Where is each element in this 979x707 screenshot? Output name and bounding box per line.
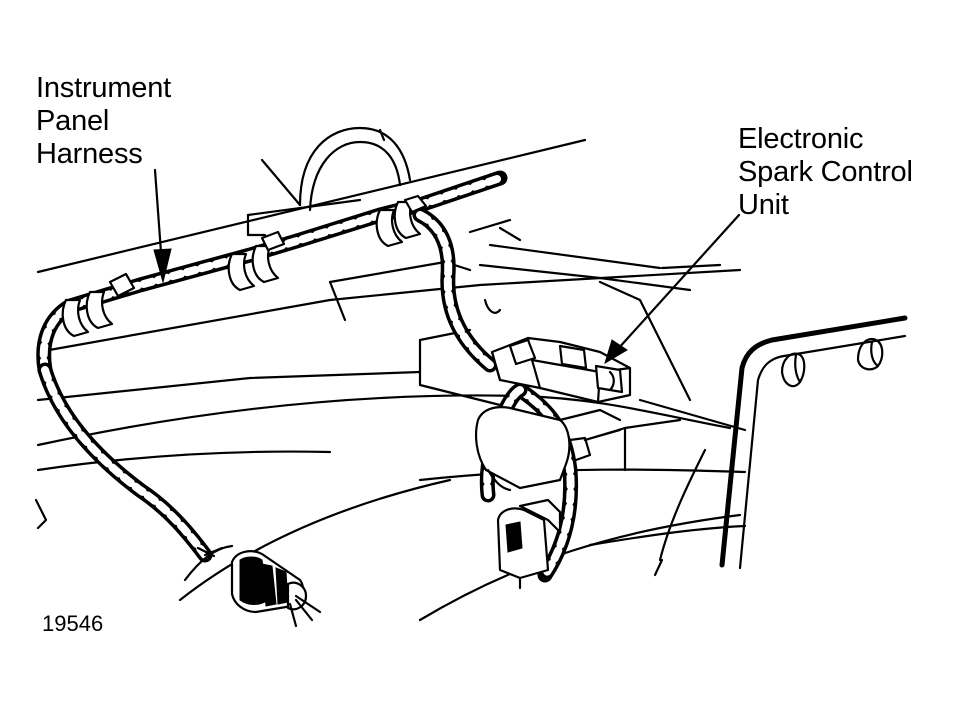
esc-arrowhead xyxy=(604,339,628,365)
figure-number: 19546 xyxy=(42,611,104,636)
callout-arrows xyxy=(153,168,741,365)
instrument-panel-harness-label: Instrument Panel Harness xyxy=(36,72,171,170)
lower-connector xyxy=(496,498,562,590)
upper-dash-bracket xyxy=(246,126,412,237)
instrument-panel-harness-wire xyxy=(36,170,579,583)
harness-clips xyxy=(61,194,428,338)
electronic-spark-control-unit-label: Electronic Spark Control Unit xyxy=(738,123,913,221)
bulkhead-connector xyxy=(183,544,322,628)
electronic-spark-control-unit xyxy=(475,336,632,492)
harness-arrowhead xyxy=(153,248,172,284)
dash-panel-outline xyxy=(34,138,747,622)
door-frame xyxy=(719,315,908,570)
